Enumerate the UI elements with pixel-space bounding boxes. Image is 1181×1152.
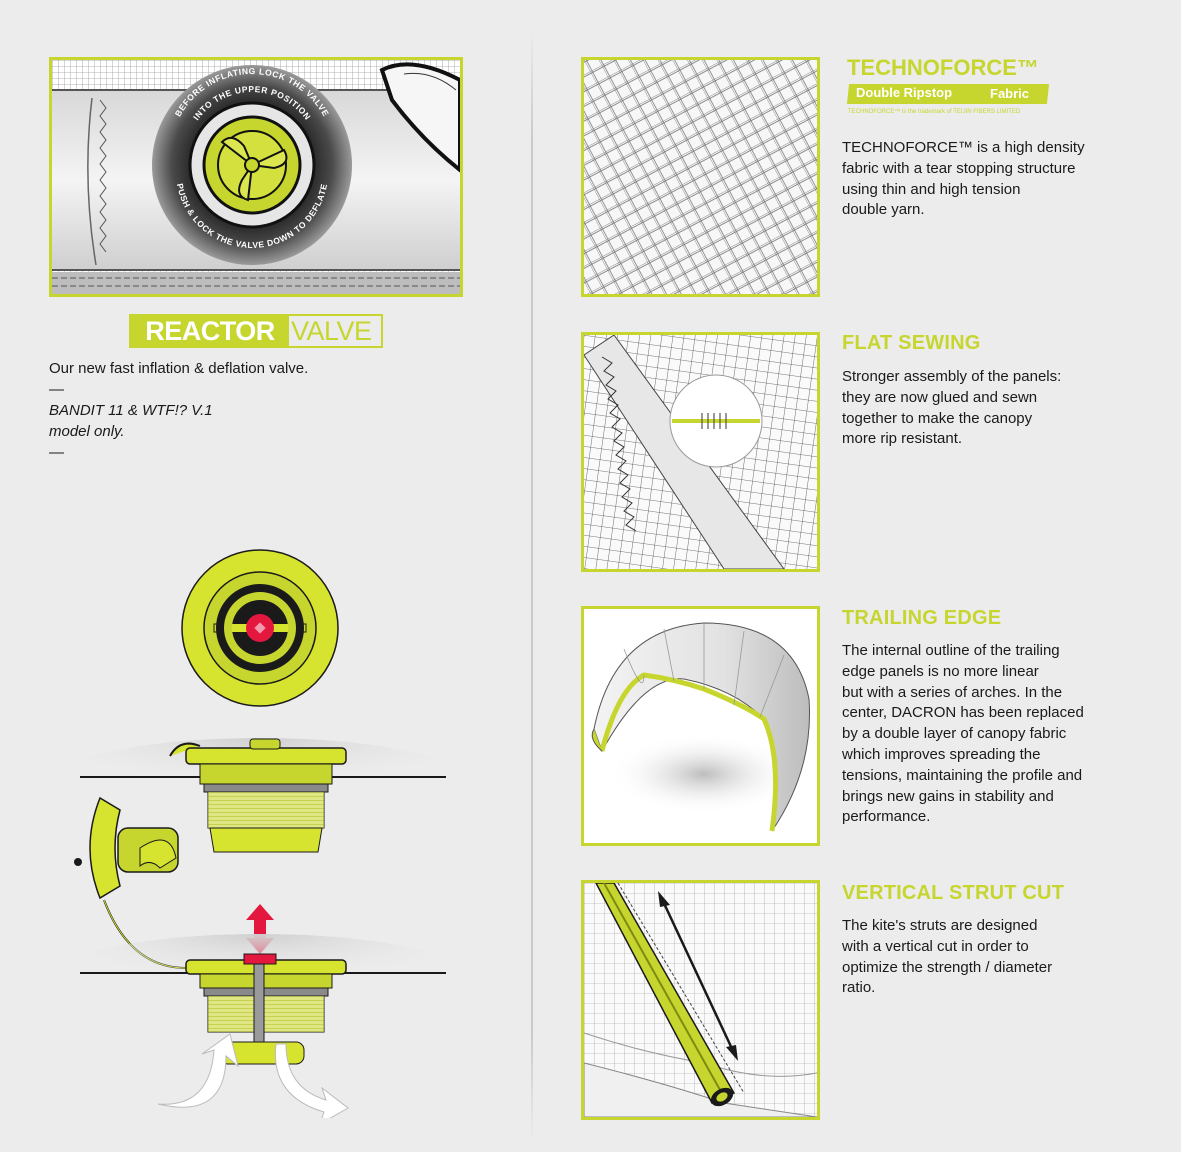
trailing-edge-title: TRAILING EDGE: [842, 607, 1002, 629]
vertical-strut-description: The kite's struts are designed with a ve…: [842, 916, 1112, 999]
trailing-edge-line: performance.: [842, 808, 931, 826]
reactor-valve-logo: REACTOR VALVE: [129, 314, 383, 348]
technoforce-logo: TECHNOFORCE™ Double Ripstop Fabric TECHN…: [842, 52, 1072, 122]
reactor-models-line-1: BANDIT 11 & WTF!? V.1: [49, 402, 213, 419]
flat-sewing-description: Stronger assembly of the panels: they ar…: [842, 367, 1112, 450]
reactor-valve-closeup-image: BEFORE INFLATING LOCK THE VALVE INTO THE…: [49, 57, 463, 297]
technoforce-description: TECHNOFORCE™ is a high density fabric wi…: [842, 138, 1112, 221]
trailing-edge-line: which improves spreading the: [842, 745, 1041, 763]
vertical-strut-line: ratio.: [842, 979, 876, 997]
trailing-edge-line: but with a series of arches. In the: [842, 683, 1063, 701]
flat-sewing-image: [581, 332, 820, 572]
technoforce-line: using thin and high tension: [842, 180, 1021, 198]
technoforce-line: TECHNOFORCE™ is a high density: [842, 139, 1085, 156]
trailing-edge-line: by a double layer of canopy fabric: [842, 725, 1067, 743]
flat-sewing-line: together to make the canopy: [842, 409, 1033, 427]
technoforce-line: fabric with a tear stopping structure: [842, 159, 1076, 177]
vertical-strut-title: VERTICAL STRUT CUT: [842, 882, 1065, 904]
flat-sewing-line: they are now glued and sewn: [842, 388, 1038, 406]
vertical-strut-line: The kite's struts are designed: [842, 917, 1038, 934]
trailing-edge-line: center, DACRON has been replaced: [842, 704, 1084, 722]
reactor-description: Our new fast inflation & deflation valve…: [49, 360, 309, 377]
technoforce-trademark: TECHNOFORCE™ is the trademark of TEIJIN …: [848, 109, 1021, 115]
vertical-strut-line: optimize the strength / diameter: [842, 958, 1053, 976]
technoforce-logo-title: TECHNOFORCE™: [847, 55, 1039, 80]
reactor-dash-1: —: [49, 381, 64, 398]
trailing-edge-line: The internal outline of the trailing: [842, 642, 1060, 659]
trailing-edge-line: edge panels is no more linear: [842, 662, 1039, 680]
technoforce-line: double yarn.: [842, 201, 925, 219]
trailing-edge-line: tensions, maintaining the profile and: [842, 766, 1083, 784]
technoforce-logo-tag-b: Fabric: [990, 86, 1030, 101]
technoforce-logo-tag-a: Double Ripstop: [856, 85, 953, 100]
column-divider: [531, 28, 533, 1143]
valve-exploded-illustration: [60, 549, 460, 1118]
reactor-dash-2: —: [49, 444, 64, 461]
flat-sewing-line: Stronger assembly of the panels:: [842, 368, 1062, 385]
flat-sewing-line: more rip resistant.: [842, 430, 963, 448]
trailing-edge-description: The internal outline of the trailing edg…: [842, 641, 1112, 828]
trailing-edge-kite-image: [581, 606, 820, 846]
reactor-models-line-2: model only.: [49, 423, 125, 440]
trailing-edge-line: brings new gains in stability and: [842, 787, 1054, 805]
reactor-title-bold: REACTOR: [131, 316, 289, 346]
flat-sewing-title: FLAT SEWING: [842, 332, 981, 354]
vertical-strut-line: with a vertical cut in order to: [842, 937, 1029, 955]
reactor-title-light: VALVE: [291, 316, 372, 346]
vertical-strut-image: [581, 880, 820, 1120]
technoforce-fabric-image: [581, 57, 820, 297]
